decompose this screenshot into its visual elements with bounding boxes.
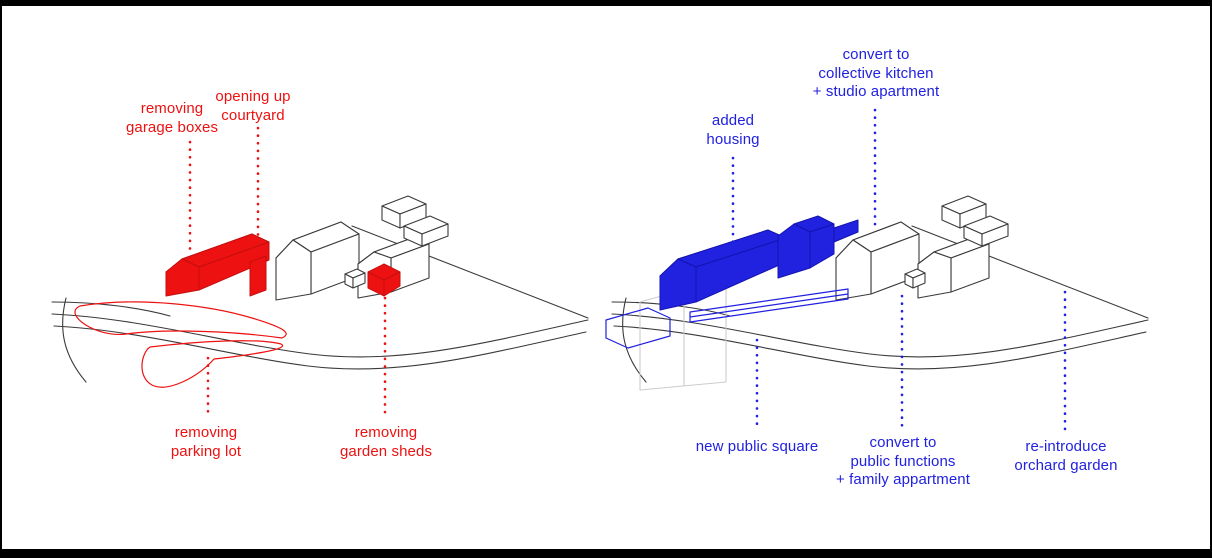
label-line: removing	[140, 100, 204, 117]
added-housing-link-bar	[833, 219, 859, 243]
frame-bottom-bar	[0, 549, 1212, 558]
parking-lot-outline-lower	[141, 340, 284, 388]
label-line: + family appartment	[835, 471, 971, 488]
label-new-public-square: new public square	[696, 438, 819, 457]
public-square-deck-line	[689, 293, 849, 318]
frame-left-edge	[0, 0, 2, 558]
label-line: re-introduce	[1025, 438, 1107, 455]
frame-right-edge	[1210, 0, 1212, 558]
added-housing-end-gable	[777, 223, 811, 279]
label-removing-garage-boxes: removing garage boxes	[126, 100, 218, 137]
label-line: public functions	[850, 452, 956, 470]
label-line: convert to	[842, 46, 910, 63]
label-line: convert to	[869, 434, 937, 451]
label-line: removing	[174, 424, 238, 441]
label-line: orchard garden	[1014, 456, 1118, 474]
label-line: parking lot	[170, 442, 242, 460]
label-added-housing: added housing	[706, 112, 759, 149]
label-line: removing	[354, 424, 418, 441]
added-housing-end-wall	[809, 223, 835, 269]
label-line: new public square	[695, 438, 819, 455]
label-convert-public-functions: convert to public functions + family app…	[836, 434, 970, 490]
added-housing-gable	[659, 258, 697, 311]
label-line: collective kitchen	[818, 64, 934, 82]
parking-lot-outline-upper	[74, 301, 287, 339]
addition-overlay	[605, 108, 1067, 432]
public-square-deck-outline	[689, 288, 849, 323]
label-convert-collective-kitchen: convert to collective kitchen + studio a…	[813, 46, 939, 102]
label-line: courtyard	[221, 106, 285, 124]
garage-row-gable	[165, 258, 200, 297]
label-line: + studio apartment	[812, 83, 940, 100]
left-site-linework	[51, 195, 589, 383]
label-reintroduce-orchard-garden: re-introduce orchard garden	[1014, 438, 1117, 475]
public-square-platform	[605, 307, 671, 349]
label-removing-garden-sheds: removing garden sheds	[340, 424, 432, 461]
garden-shed-side	[383, 271, 401, 297]
label-line: garden sheds	[339, 442, 433, 460]
label-removing-parking-lot: removing parking lot	[171, 424, 241, 461]
label-opening-up-courtyard: opening up courtyard	[215, 88, 290, 125]
demolition-overlay	[74, 126, 401, 420]
label-line: housing	[706, 130, 760, 148]
frame-top-bar	[0, 0, 1212, 6]
courtyard-infill-block	[249, 255, 267, 297]
label-line: garage boxes	[125, 118, 219, 136]
label-line: opening up	[215, 88, 291, 105]
label-line: added	[711, 112, 755, 129]
